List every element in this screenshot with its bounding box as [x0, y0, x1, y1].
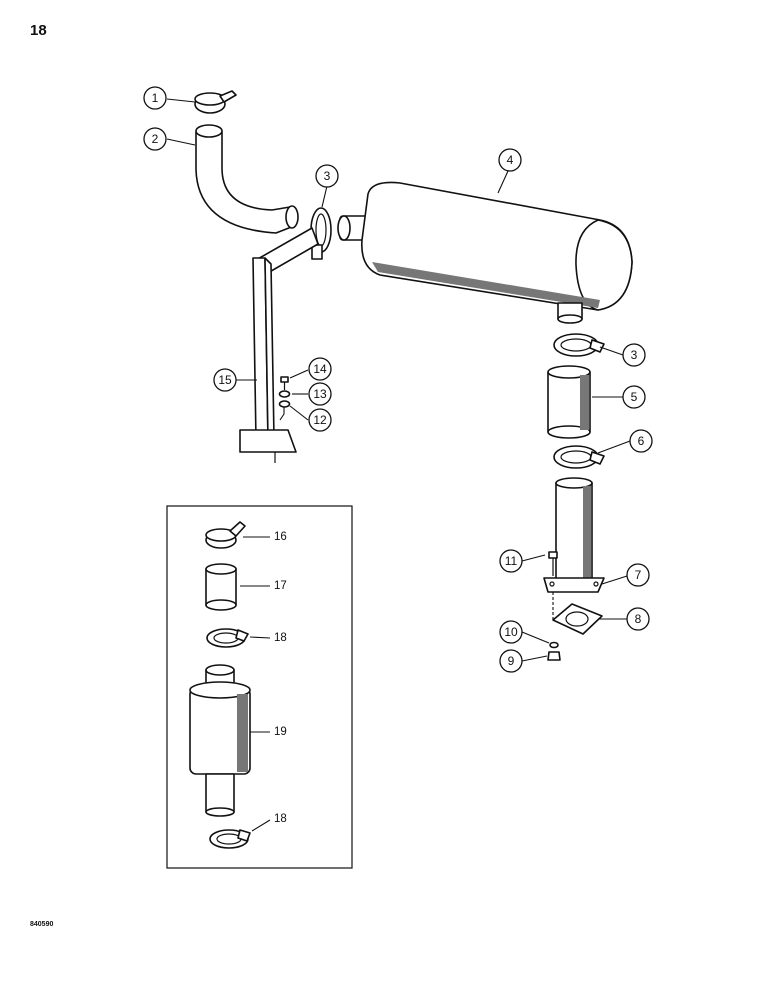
callout-3-lower-label: 3	[631, 348, 638, 362]
callout-15: 15	[213, 368, 237, 392]
inset-label-18-upper: 18	[274, 632, 287, 644]
muffler	[337, 181, 633, 324]
callout-11-label: 11	[505, 554, 518, 568]
bolt-washer-set	[278, 376, 291, 421]
callout-3-upper: 3	[315, 164, 339, 188]
drawing-code: 840590	[30, 921, 54, 928]
connector-sleeve	[547, 365, 591, 439]
callout-5-label: 5	[631, 390, 638, 404]
callout-9: 9	[499, 649, 523, 673]
flanged-pipe	[543, 477, 605, 593]
callout-12-label: 12	[313, 413, 327, 427]
inset-label-19: 19	[274, 726, 287, 738]
callout-1-label: 1	[152, 91, 159, 105]
callout-6: 6	[629, 429, 653, 453]
callout-12: 12	[308, 408, 332, 432]
callout-10-label: 10	[504, 625, 518, 639]
elbow-pipe	[195, 124, 299, 234]
callout-8-label: 8	[635, 612, 642, 626]
callout-2: 2	[143, 127, 167, 151]
callout-11: 11	[499, 549, 523, 573]
rain-cap	[194, 90, 237, 114]
inline-muffler	[189, 664, 251, 817]
callout-2-label: 2	[152, 132, 159, 146]
page-number: 18	[30, 22, 47, 39]
inset-label-18-lower: 18	[274, 813, 287, 825]
inset-clamp-upper	[206, 628, 249, 648]
support-stand	[239, 227, 319, 463]
callout-7-label: 7	[635, 568, 642, 582]
callout-1: 1	[143, 86, 167, 110]
callout-10: 10	[499, 620, 523, 644]
inset-frame	[166, 505, 353, 869]
muffler-clamp	[553, 333, 605, 357]
callout-4: 4	[498, 148, 522, 172]
callout-7: 7	[626, 563, 650, 587]
inset-label-16: 16	[274, 531, 287, 543]
callout-6-label: 6	[638, 434, 645, 448]
callout-13-label: 13	[313, 387, 327, 401]
callout-14-label: 14	[313, 362, 327, 376]
callout-4-label: 4	[507, 153, 514, 167]
inset-rain-cap	[205, 521, 246, 549]
nut-washer-set	[547, 641, 561, 661]
callout-8: 8	[626, 607, 650, 631]
inset-label-17: 17	[274, 580, 287, 592]
callout-9-label: 9	[508, 654, 515, 668]
callout-3-lower: 3	[622, 343, 646, 367]
callout-3-upper-label: 3	[324, 169, 331, 183]
lower-clamp	[553, 445, 605, 469]
callout-13: 13	[308, 382, 332, 406]
leader-lines	[166, 98, 631, 832]
callout-14: 14	[308, 357, 332, 381]
flange-gasket	[552, 603, 603, 635]
flange-bolt	[548, 551, 558, 622]
callout-15-label: 15	[218, 373, 232, 387]
callout-5: 5	[622, 385, 646, 409]
inset-sleeve	[205, 563, 237, 611]
inset-clamp-lower	[209, 829, 251, 849]
